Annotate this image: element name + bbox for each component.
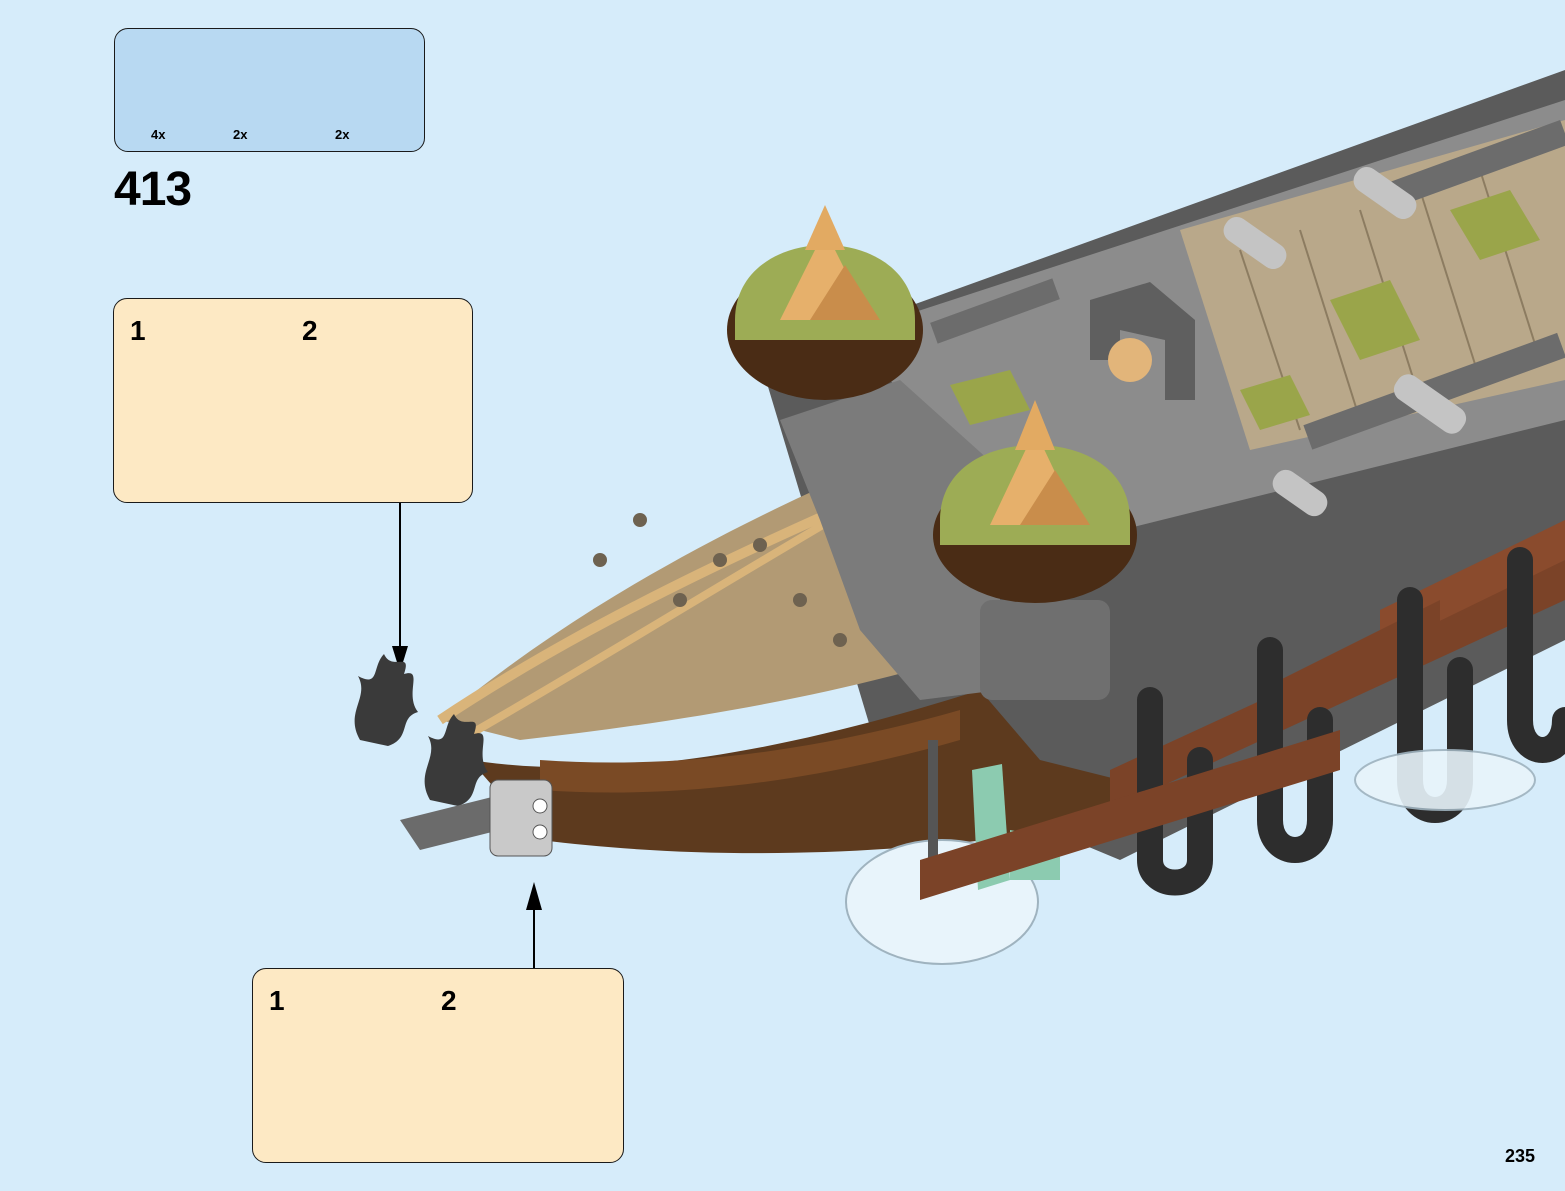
sub-assembly-callout: 1 2 (113, 298, 473, 503)
sub-step-number: 2 (441, 985, 457, 1016)
sub-step-number: 1 (269, 985, 285, 1016)
step-number: 413 (114, 163, 192, 216)
dome-left (727, 205, 923, 400)
part-quantity: 4x (151, 127, 166, 142)
part-quantity: 2x (233, 127, 248, 142)
parts-callout: 4x 2x 2x (114, 28, 425, 152)
part-quantity: 2x (335, 127, 350, 142)
pointer-arrow-head (392, 646, 408, 672)
sub-step-number: 1 (130, 315, 146, 346)
dome-right (933, 400, 1137, 603)
ship-model (354, 70, 1565, 965)
pointer-arrow-head (526, 882, 542, 910)
bow-flame (354, 654, 553, 857)
sub-step-number: 2 (302, 315, 318, 346)
sub-assembly-callout: 1 2 (252, 968, 624, 1163)
page-number: 235 (1504, 1146, 1535, 1166)
